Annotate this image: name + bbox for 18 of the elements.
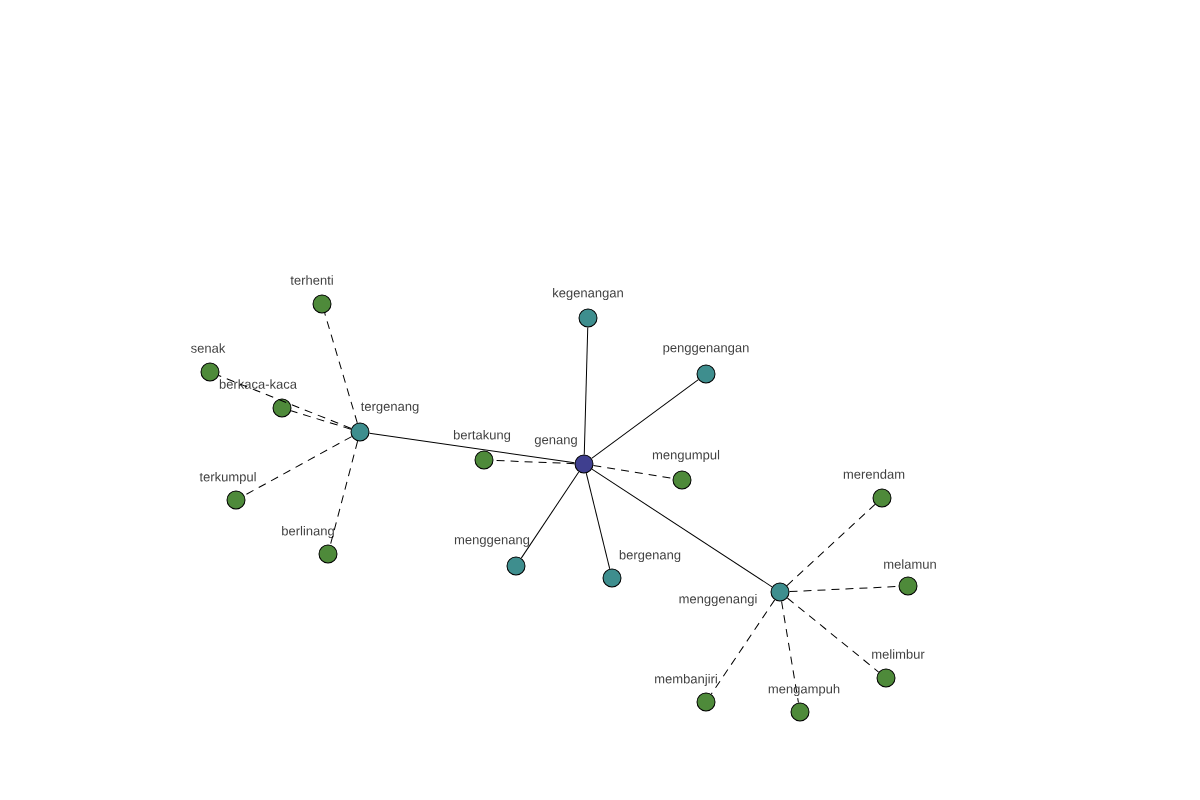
connector-line [592,465,674,479]
connector-line [493,459,575,465]
connector-line [583,327,589,455]
connector-line [520,471,580,559]
connector-line [789,585,899,593]
connector-line [591,468,773,588]
connector-line [218,375,352,429]
connector-line [591,379,699,459]
connector-line [781,600,799,704]
connector-line [786,597,880,673]
connector-line [585,472,611,570]
connector-line [368,432,576,464]
connector-line [329,440,359,546]
connector-line [324,312,358,424]
connector-line [786,503,876,587]
connector-line [243,436,353,496]
connector-line [290,410,352,430]
connector-line [710,599,776,695]
